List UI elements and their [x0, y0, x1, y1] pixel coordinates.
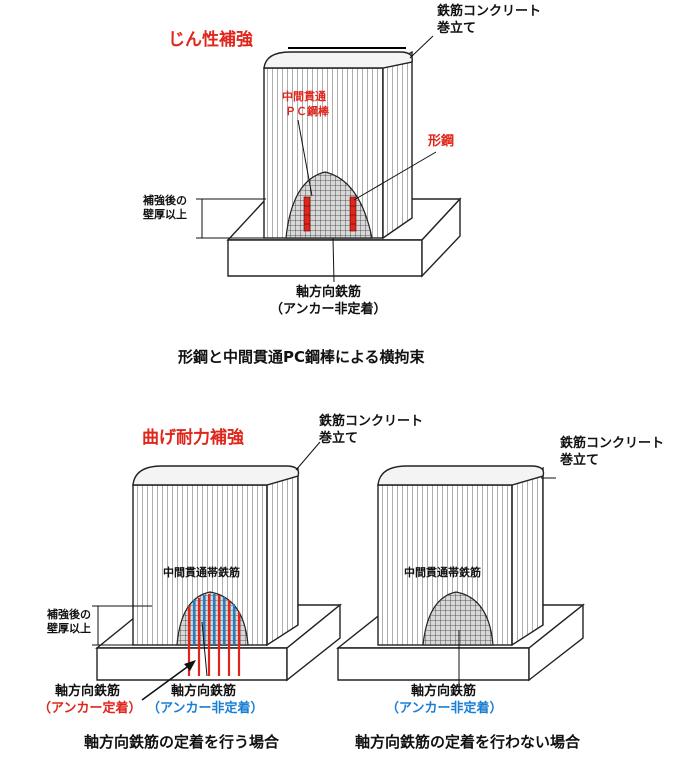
bl-title: 曲げ耐力補強 — [142, 428, 244, 448]
bl-axial-unanchored-line2: （アンカー非定着） — [147, 701, 264, 716]
top-steel-label: 形鋼 — [428, 134, 455, 149]
top-thickness-line2: 壁厚以上 — [143, 208, 187, 221]
bl-rc-label-line2: 巻立て — [319, 431, 359, 446]
top-caption: 形鋼と中間貫通PC鋼棒による横拘束 — [178, 348, 425, 366]
bl-thickness-line2: 壁厚以上 — [47, 622, 91, 635]
bl-axial-anchored-line2: （アンカー定着） — [38, 701, 142, 716]
bl-rc-label-line1: 鉄筋コンクリート — [319, 414, 424, 429]
br-pier-column — [377, 465, 545, 647]
top-rc-label-line2: 巻立て — [437, 21, 477, 36]
top-pc-label-line1: 中間貫通 — [282, 90, 326, 103]
top-shape-steel-right — [349, 196, 357, 232]
top-title: じん性補強 — [168, 30, 253, 50]
bl-anchor-rebars — [187, 645, 241, 676]
top-axial-label-line1: 軸方向鉄筋 — [296, 285, 362, 300]
top-axial-label-line2: （アンカー非定着） — [270, 302, 387, 317]
bl-axial-anchored-line1: 軸方向鉄筋 — [55, 684, 121, 699]
br-leader-lines — [458, 477, 556, 685]
br-axial-label-line2: （アンカー非定着） — [386, 701, 503, 716]
bl-leader-lines — [92, 441, 321, 677]
bl-axial-rebars — [187, 594, 241, 645]
top-pier-column — [263, 47, 413, 240]
br-tie-label: 中間貫通帯鉄筋 — [404, 566, 481, 579]
br-caption: 軸方向鉄筋の定着を行わない場合 — [355, 733, 581, 751]
bl-tie-label: 中間貫通帯鉄筋 — [163, 566, 240, 579]
top-thickness-line1: 補強後の — [143, 194, 187, 207]
top-shape-steel-left — [303, 196, 311, 232]
br-rc-label-line1: 鉄筋コンクリート — [560, 436, 665, 451]
br-mesh-region — [422, 591, 494, 646]
bl-caption: 軸方向鉄筋の定着を行う場合 — [84, 733, 280, 751]
br-rc-label-line2: 巻立て — [560, 453, 600, 468]
top-leader-lines — [196, 35, 437, 283]
top-pc-label-line2: ＰＣ鋼棒 — [285, 105, 329, 118]
top-rc-label-line1: 鉄筋コンクリート — [437, 4, 542, 19]
bl-thickness-line1: 補強後の — [47, 608, 91, 621]
br-axial-label-line1: 軸方向鉄筋 — [411, 684, 477, 699]
bl-axial-unanchored-line1: 軸方向鉄筋 — [171, 684, 237, 699]
bl-pier-column — [132, 465, 300, 676]
bl-anchor-arrow — [141, 660, 196, 701]
